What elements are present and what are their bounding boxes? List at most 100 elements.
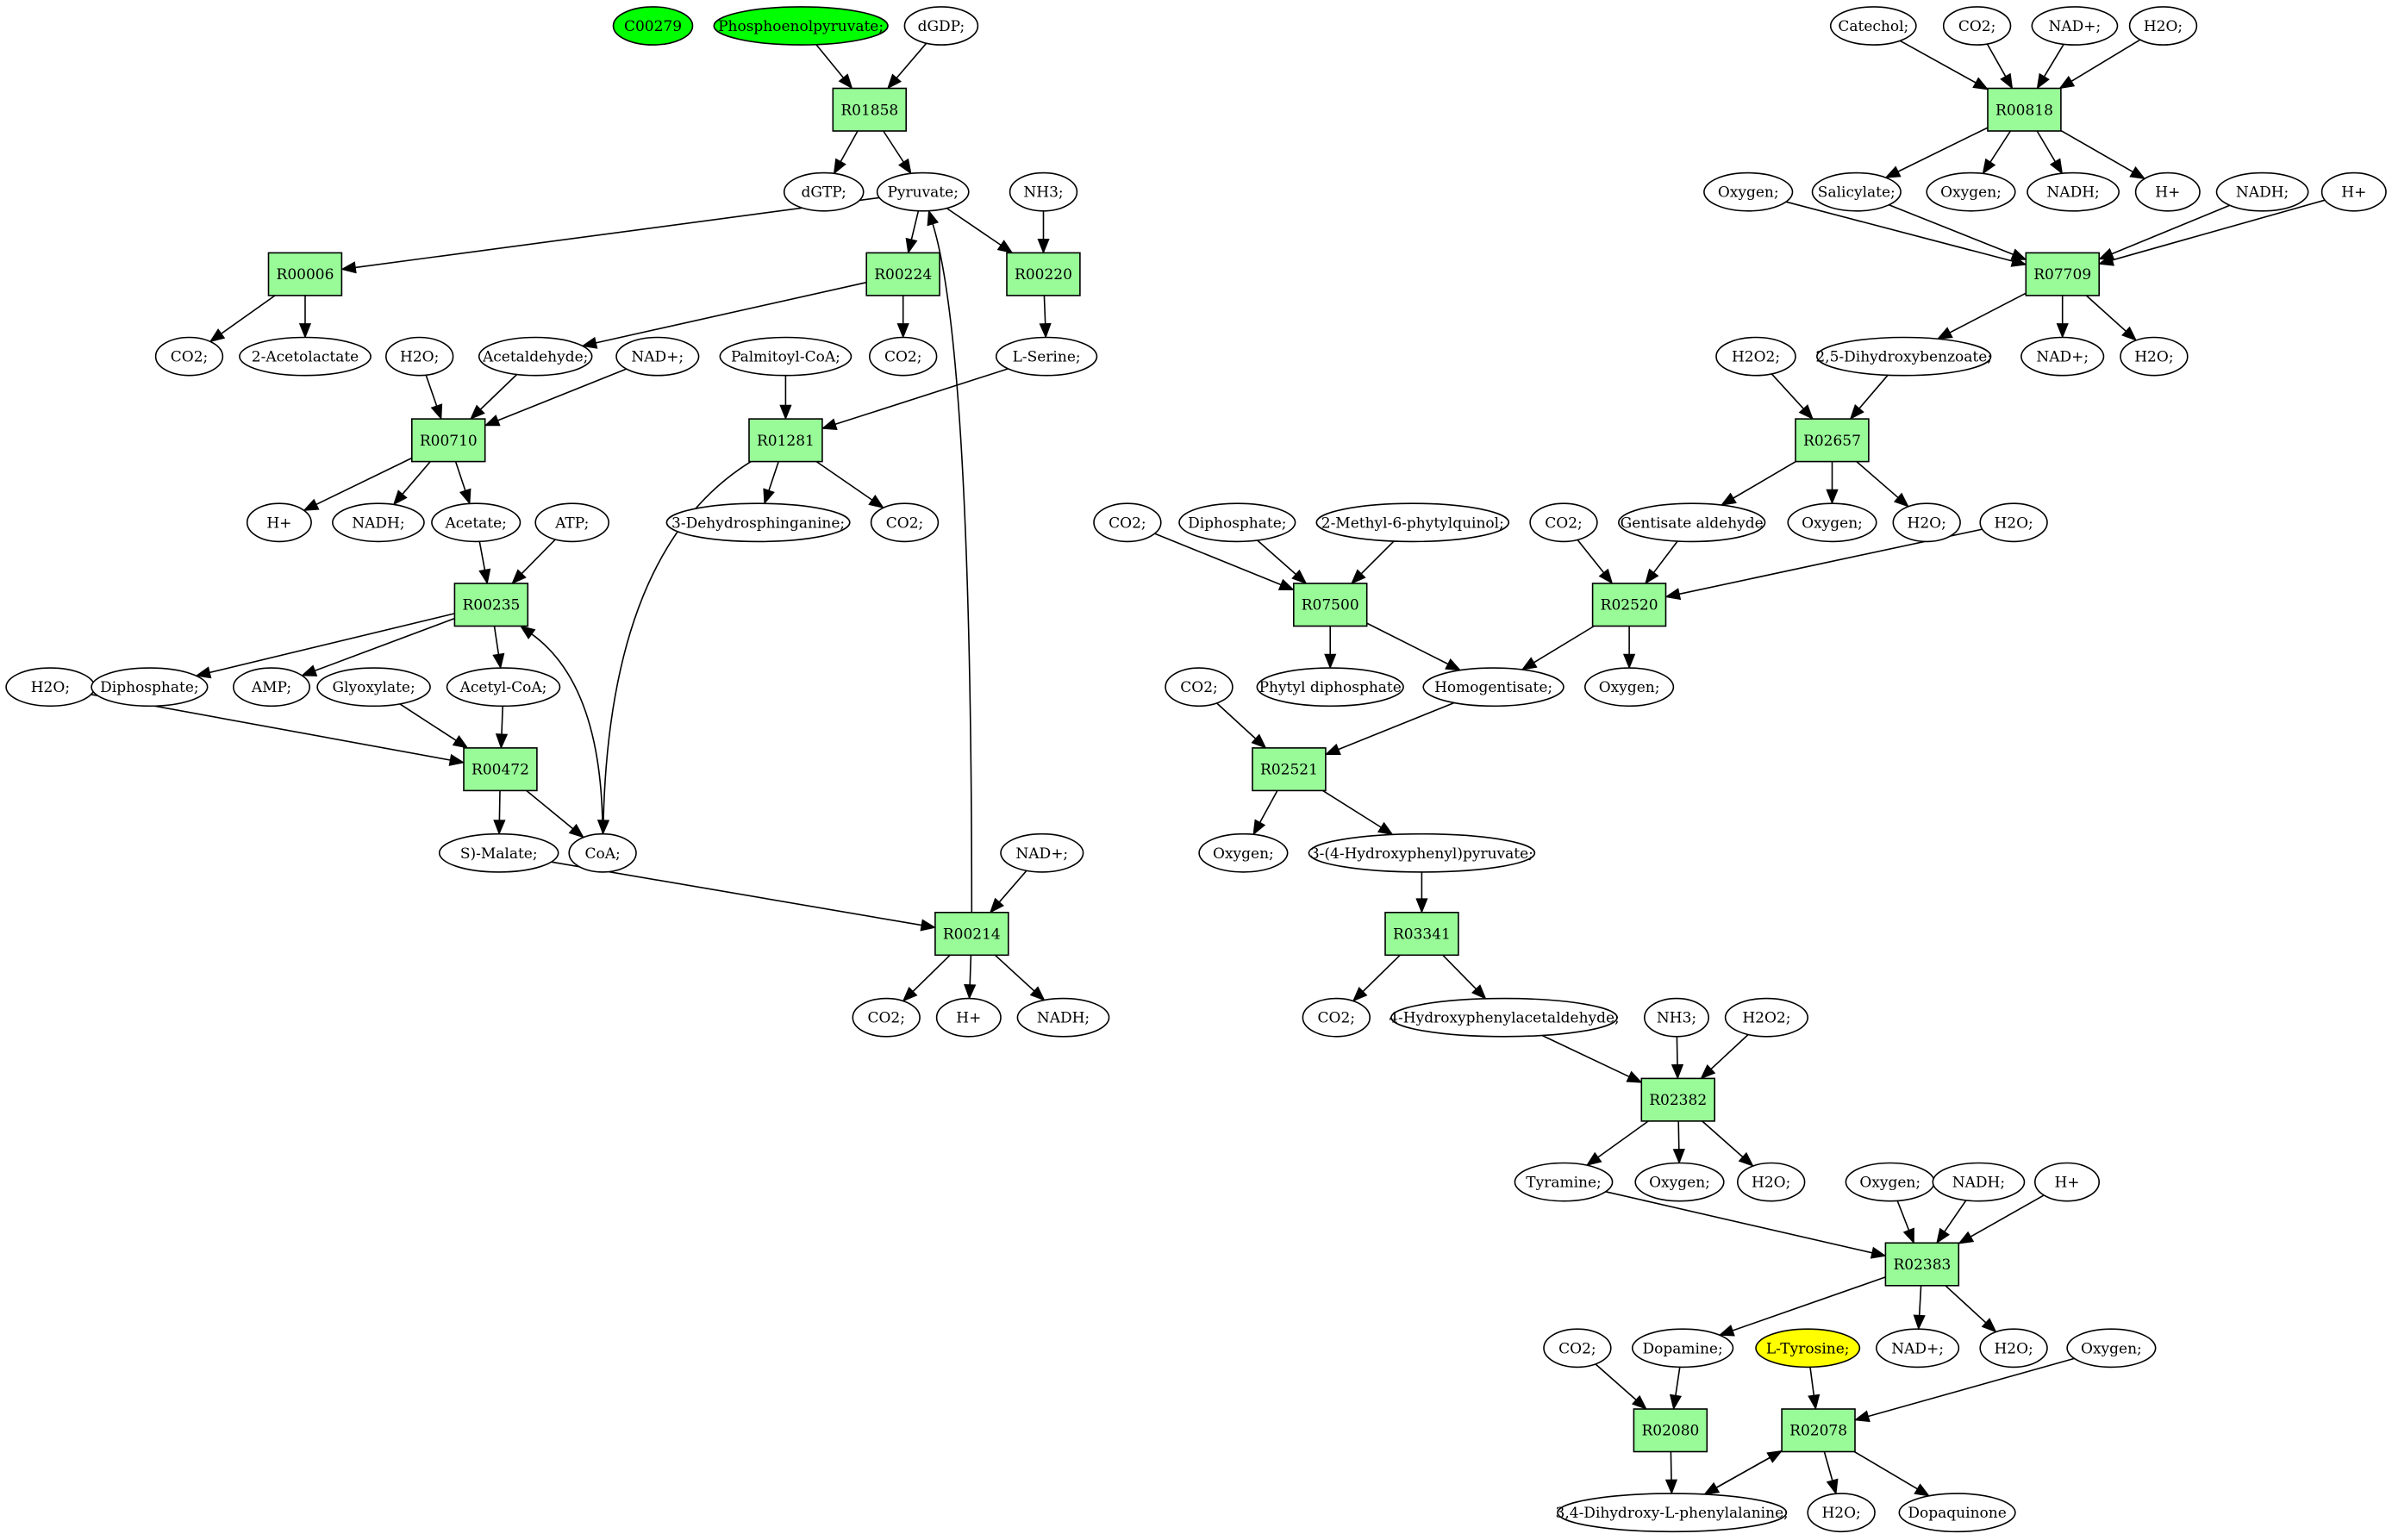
reaction-node[interactable]: R00220 [1006,252,1081,296]
compound-node[interactable]: CO2; [1165,667,1233,708]
compound-node[interactable]: dGDP; [903,6,979,46]
compound-node[interactable]: Salicylate; [1811,171,1902,212]
compound-node[interactable]: L-Tyrosine; [1755,1328,1861,1369]
compound-node[interactable]: ATP; [534,502,610,543]
reaction-node[interactable]: R07709 [2025,252,2101,296]
compound-node[interactable]: Phytyl diphosphate [1256,667,1404,708]
compound-node[interactable]: Acetyl-CoA; [446,667,561,708]
compound-node[interactable]: H2O; [1736,1162,1806,1202]
compound-node[interactable]: H2O; [2120,336,2189,377]
reaction-node[interactable]: R02657 [1795,418,1870,463]
compound-node[interactable]: CO2; [870,502,940,543]
reaction-node[interactable]: R00818 [1987,87,2062,132]
reaction-node[interactable]: R02382 [1640,1077,1716,1122]
compound-node[interactable]: 4-Hydroxyphenylacetaldehyde; [1389,997,1620,1038]
compound-node[interactable]: H2O; [1979,502,2048,543]
compound-node[interactable]: Palmitoyl-CoA; [719,336,853,377]
compound-node[interactable]: Oxygen; [1926,171,2016,212]
compound-node[interactable]: Oxygen; [1634,1162,1725,1202]
compound-node[interactable]: H2O; [2128,6,2198,46]
compound-node[interactable]: Oxygen; [1787,502,1877,543]
compound-node[interactable]: H2O2; [1724,997,1808,1038]
compound-node[interactable]: NADH; [1016,997,1110,1038]
compound-node[interactable]: Oxygen; [1845,1162,1935,1202]
reaction-node[interactable]: R07500 [1293,583,1368,627]
compound-node[interactable]: CO2; [1543,1328,1612,1369]
compound-node[interactable]: H2O2; [1715,336,1796,377]
compound-node[interactable]: S)-Malate; [438,832,559,873]
compound-node[interactable]: H2O; [1807,1493,1876,1533]
compound-node[interactable]: CO2; [852,997,921,1038]
reaction-node[interactable]: R01858 [832,87,907,132]
compound-node[interactable]: NADH; [331,502,425,543]
reaction-node[interactable]: R00224 [865,252,940,296]
compound-node[interactable]: NH3; [1644,997,1710,1038]
compound-node[interactable]: CO2; [1529,502,1598,543]
compound-node[interactable]: NADH; [2215,171,2309,212]
reaction-node[interactable]: R02078 [1781,1408,1856,1453]
reaction-node[interactable]: R00710 [410,418,486,463]
compound-node[interactable]: H2O; [385,336,454,377]
compound-node[interactable]: 3,4-Dihydroxy-L-phenylalanine; [1556,1493,1789,1533]
reaction-node[interactable]: R02521 [1252,747,1327,792]
compound-node[interactable]: Dopamine; [1631,1328,1734,1369]
compound-node[interactable]: H+ [935,997,1002,1038]
compound-node[interactable]: CO2; [154,336,224,377]
compound-node[interactable]: 3-(4-Hydroxyphenyl)pyruvate; [1308,832,1536,873]
compound-node[interactable]: Gentisate aldehyde [1617,502,1766,543]
reaction-node[interactable]: R02520 [1591,583,1667,627]
compound-node[interactable]: Phosphoenolpyruvate; [713,6,889,46]
reaction-node[interactable]: R02383 [1884,1242,1960,1287]
compound-node[interactable]: Acetate; [431,502,521,543]
compound-node[interactable]: 2-Methyl-6-phytylquinol; [1315,502,1510,543]
compound-node[interactable]: Oxygen; [1583,667,1675,708]
compound-node[interactable]: 2,5-Dihydroxybenzoate; [1815,336,1992,377]
compound-node[interactable]: Tyramine; [1514,1162,1614,1202]
compound-node[interactable]: NAD+; [2020,336,2105,377]
compound-node[interactable]: L-Serine; [995,336,1098,377]
compound-node[interactable]: C00279 [612,6,694,46]
compound-node[interactable]: CO2; [1942,6,2012,46]
compound-node[interactable]: Homogentisate; [1422,667,1564,708]
reaction-node[interactable]: R00472 [463,747,538,792]
compound-node[interactable]: H2O; [5,667,96,708]
compound-node[interactable]: H2O; [1979,1328,2048,1369]
compound-node[interactable]: NADH; [2027,171,2120,212]
compound-node[interactable]: Oxygen; [1198,832,1289,873]
compound-node[interactable]: Oxygen; [1703,171,1794,212]
compound-node[interactable]: NAD+; [615,336,700,377]
compound-node[interactable]: NADH; [1932,1162,2026,1202]
compound-node[interactable]: Oxygen; [2066,1328,2157,1369]
compound-node[interactable]: 3-Dehydrosphinganine; [665,502,851,543]
compound-label: Palmitoyl-CoA; [731,349,840,366]
compound-node[interactable]: Acetaldehyde; [478,336,593,377]
compound-node[interactable]: Glyoxylate; [316,667,431,708]
compound-node[interactable]: H+ [2034,1162,2101,1202]
compound-node[interactable]: H+ [2320,171,2387,212]
reaction-node[interactable]: R02080 [1633,1408,1708,1453]
compound-node[interactable]: Dopaquinone [1898,1493,2016,1533]
compound-node[interactable]: NAD+; [2031,6,2119,46]
compound-node[interactable]: NAD+; [1876,1328,1960,1369]
compound-node[interactable]: H+ [2134,171,2201,212]
compound-node[interactable]: CoA; [568,832,637,873]
compound-node[interactable]: Diphosphate; [91,667,209,708]
compound-node[interactable]: Catechol; [1829,6,1917,46]
reaction-node[interactable]: R01281 [748,418,823,463]
compound-node[interactable]: NH3; [1009,171,1078,212]
reaction-node[interactable]: R00006 [267,252,343,296]
compound-node[interactable]: dGTP; [783,171,865,212]
compound-node[interactable]: H2O; [1892,502,1961,543]
compound-node[interactable]: Pyruvate; [876,171,970,212]
compound-node[interactable]: Diphosphate; [1178,502,1296,543]
compound-node[interactable]: 2-Acetolactate [239,336,372,377]
compound-node[interactable]: AMP; [232,667,310,708]
reaction-node[interactable]: R00214 [934,912,1009,957]
reaction-node[interactable]: R03341 [1384,912,1459,957]
compound-node[interactable]: H+ [246,502,312,543]
compound-node[interactable]: NAD+; [1000,832,1084,873]
reaction-node[interactable]: R00235 [453,583,529,627]
compound-node[interactable]: CO2; [1093,502,1162,543]
compound-node[interactable]: CO2; [868,336,938,377]
compound-node[interactable]: CO2; [1302,997,1371,1038]
